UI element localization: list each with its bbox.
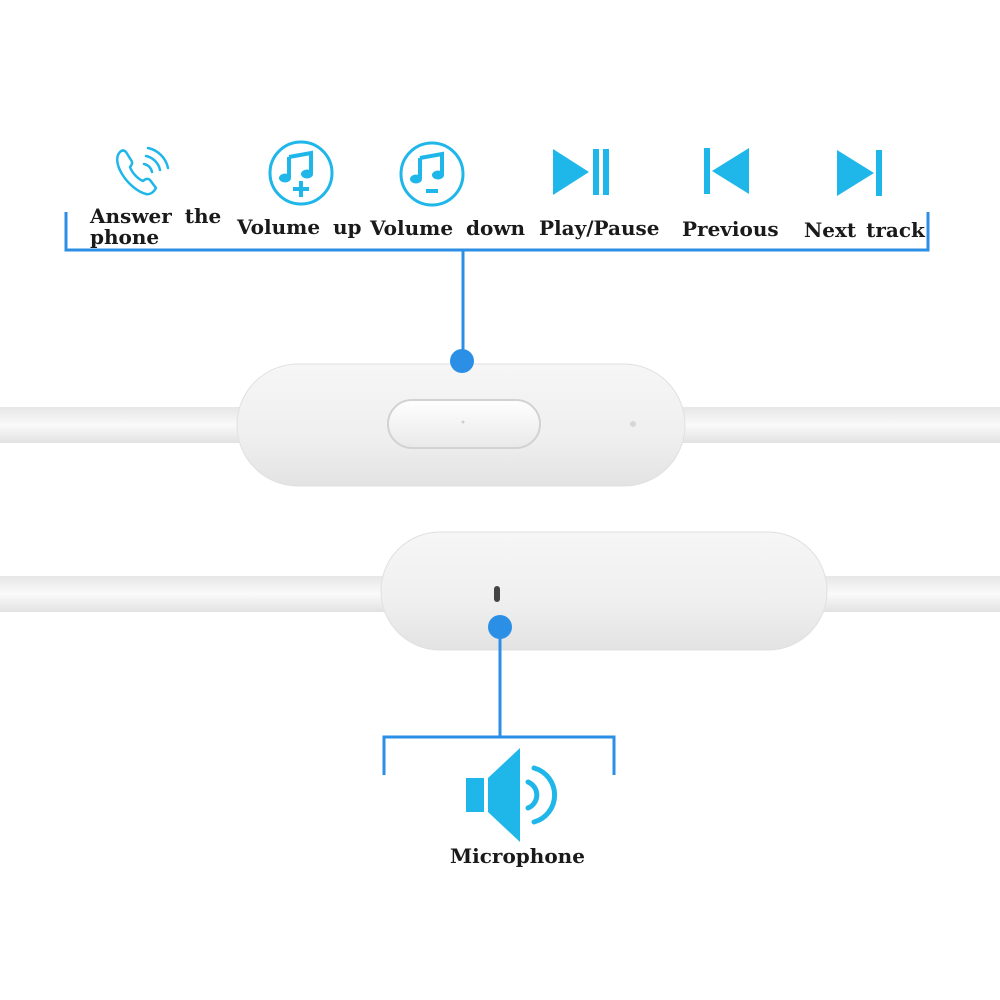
play-pause-label: Play/Pause — [539, 216, 660, 240]
answer-phone-label: Answer the phone — [90, 206, 221, 248]
next-track-label: Next track — [804, 218, 925, 242]
microphone-label: Microphone — [450, 844, 585, 868]
speaker-icon — [464, 746, 560, 844]
answer-phone-label-line1: Answer the — [90, 204, 222, 228]
microphone-remote — [380, 531, 828, 651]
play-pause-icon — [551, 146, 611, 198]
music-note-plus-icon — [267, 139, 335, 207]
phone-icon — [110, 142, 176, 198]
previous-track-icon — [702, 146, 752, 196]
remote-pointer-dot — [450, 349, 474, 373]
microphone-hole — [494, 586, 500, 602]
volume-down-label: Volume down — [370, 216, 526, 240]
controls-bracket — [64, 212, 930, 360]
microphone-pointer-dot — [488, 615, 512, 639]
microphone-bracket — [382, 628, 616, 775]
remote-button — [387, 399, 541, 449]
answer-phone-label-line2: phone — [90, 225, 160, 249]
previous-label: Previous — [682, 217, 779, 241]
volume-up-label: Volume up — [237, 215, 362, 239]
next-track-icon — [834, 148, 884, 198]
music-note-minus-icon — [398, 140, 466, 208]
